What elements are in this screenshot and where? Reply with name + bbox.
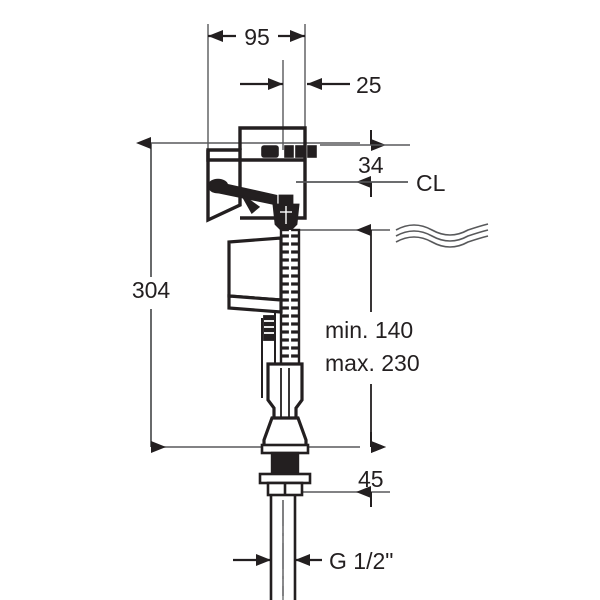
dimension-label-g12: G 1/2" (329, 548, 393, 574)
valve-barrel-inner (280, 368, 290, 420)
dimension-thread-g12: G 1/2" (233, 548, 393, 574)
lock-nut (258, 472, 312, 497)
threaded-shank (270, 451, 300, 477)
valve-barrel (266, 362, 304, 424)
adjustment-slots (261, 145, 317, 158)
supply-tailpiece (269, 495, 297, 600)
dimension-label-95: 95 (244, 24, 270, 50)
dimension-label-25: 25 (356, 72, 382, 98)
valve-cone (262, 416, 308, 449)
fill-valve-body (206, 126, 317, 600)
dimension-width-95: 95 (208, 22, 305, 50)
callout-centerline: CL (296, 170, 446, 196)
valve-head-detail (280, 206, 292, 224)
dimension-height-34: 34 (320, 130, 410, 197)
dimension-label-34: 34 (358, 152, 384, 178)
water-level-wave-symbol (395, 223, 489, 248)
dimension-label-max-230: max. 230 (325, 350, 420, 376)
dimension-shank-45: 45 (356, 432, 386, 507)
callout-label-cl: CL (416, 170, 446, 196)
dimension-label-45: 45 (358, 466, 384, 492)
dimension-height-304: 304 (118, 137, 184, 453)
tank-wall-seal (260, 443, 310, 455)
dimension-immersion-depth: min. 140 max. 230 (318, 224, 438, 453)
dimension-label-304: 304 (132, 277, 171, 303)
float-cup (227, 236, 283, 314)
dimension-offset-25: 25 (240, 72, 382, 98)
float-cup-rib (263, 315, 276, 341)
dimension-label-min-140: min. 140 (325, 317, 413, 343)
